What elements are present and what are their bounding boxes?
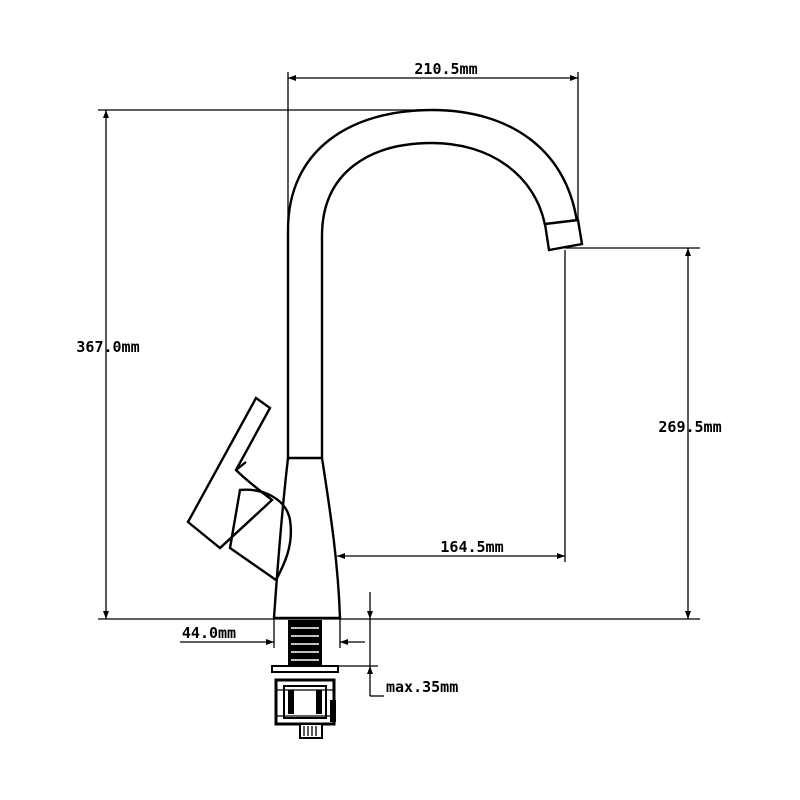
mounting-shank [288, 620, 322, 666]
label-total-height: 367.0mm [76, 338, 139, 356]
dimension-labels: 210.5mm 367.0mm 269.5mm 164.5mm 44.0mm m… [76, 60, 721, 696]
label-max-thickness: max.35mm [386, 678, 458, 696]
arrow-in-left [266, 639, 274, 645]
lever-joint-line [235, 461, 247, 471]
faucet-body [272, 456, 342, 620]
mounting-nut [274, 678, 336, 726]
faucet-outline [186, 108, 584, 739]
lever-handle [186, 396, 274, 550]
arrow-right-2 [557, 553, 565, 559]
arrow-up-2 [685, 248, 691, 256]
label-top-width: 210.5mm [414, 60, 477, 78]
arrow-right [570, 75, 578, 81]
handle-housing [228, 488, 293, 582]
arrow-left [288, 75, 296, 81]
spout-outer-curve [286, 108, 580, 460]
dimension-lines [98, 72, 700, 697]
label-spout-height: 269.5mm [658, 418, 721, 436]
label-base-diameter: 44.0mm [182, 624, 236, 642]
arrow-up-3 [367, 666, 373, 674]
spout-inner-curve [320, 141, 547, 458]
arrow-down-2 [685, 611, 691, 619]
washer-plate [271, 665, 339, 673]
spout-nozzle [543, 218, 584, 252]
hose-connector [299, 700, 336, 739]
arrow-down [103, 611, 109, 619]
arrow-up [103, 110, 109, 118]
arrow-left-2 [337, 553, 345, 559]
arrow-down-3 [367, 611, 373, 619]
label-spout-reach: 164.5mm [440, 538, 503, 556]
arrow-in-right [340, 639, 348, 645]
